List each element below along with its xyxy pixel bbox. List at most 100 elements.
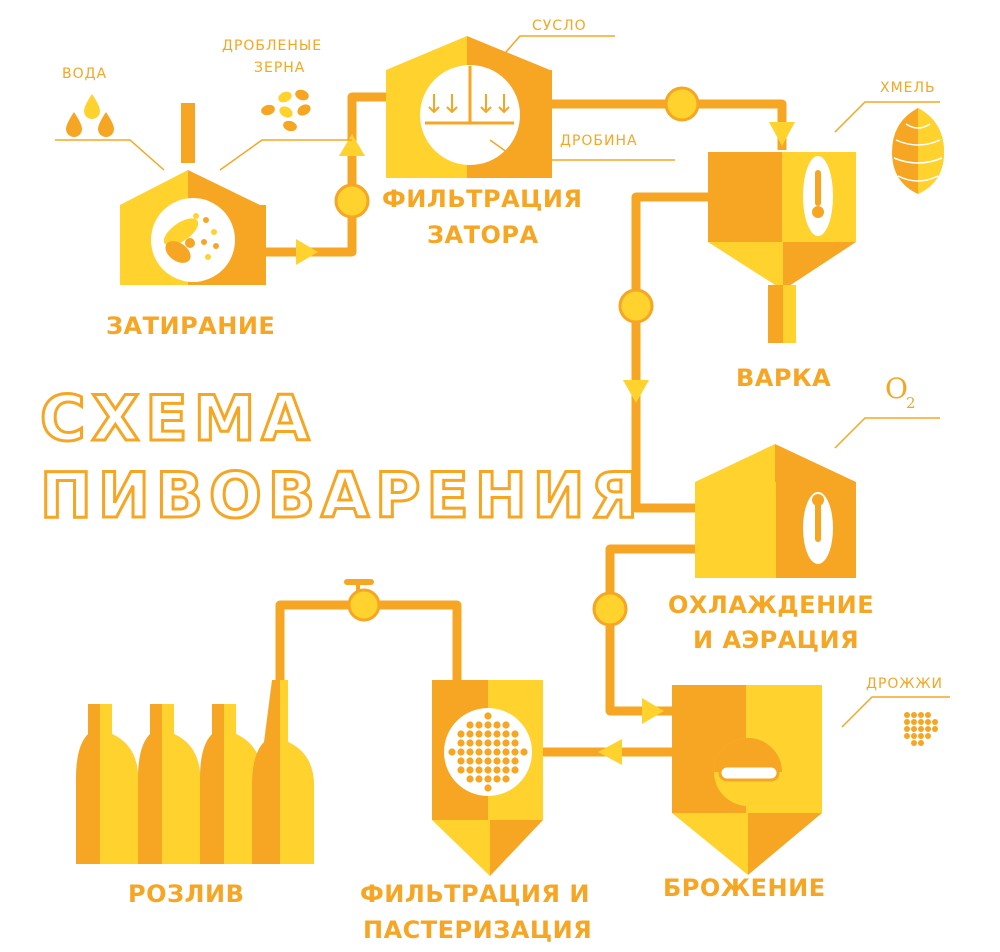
filter-mesh-dot — [457, 766, 465, 774]
filter-mesh-dot — [484, 730, 492, 738]
label-filtration-line1: ФИЛЬТРАЦИЯ И — [360, 880, 590, 908]
filter-mesh-dot — [493, 766, 501, 774]
filter-mesh-dot — [493, 775, 501, 783]
pump-lauter — [334, 183, 370, 219]
fermenter — [672, 685, 822, 875]
mash-tun — [120, 170, 266, 285]
filter-mesh-dot — [475, 757, 483, 765]
filter-mesh-dot — [502, 721, 510, 729]
filter-mesh-dot — [502, 748, 510, 756]
yeast-cell — [911, 719, 917, 725]
oxygen-subscript: 2 — [906, 394, 916, 412]
yeast-cell — [925, 726, 931, 732]
filter-mesh-dot — [466, 721, 474, 729]
label-fermentation: БРОЖЕНИЕ — [663, 874, 826, 902]
yeast-cell — [904, 733, 910, 739]
label-filtration-line2: ПАСТЕРИЗАЦИЯ — [363, 916, 592, 944]
pipe-cool-to-ferment — [605, 544, 695, 716]
yeast-cell — [918, 733, 924, 739]
water-drops-icon — [66, 94, 114, 137]
yeast-cell — [932, 726, 938, 732]
label-grain-line1: ДРОБЛЕНЫЕ — [222, 38, 322, 54]
filter-mesh-dot — [493, 748, 501, 756]
propeller-icon — [163, 213, 219, 263]
bottles — [76, 680, 314, 864]
label-yeast: ДРОЖЖИ — [866, 676, 943, 692]
filter-mesh-dot — [466, 748, 474, 756]
filter-mesh-dot — [466, 757, 474, 765]
cooling-tank — [695, 444, 856, 578]
bottle-icon — [138, 704, 200, 864]
filter-mesh-dot — [520, 748, 528, 756]
filter-mesh-dot — [475, 775, 483, 783]
label-water: ВОДА — [62, 66, 107, 82]
label-wort: СУСЛО — [532, 18, 587, 34]
filter-mesh-dot — [448, 748, 456, 756]
valve-icon — [344, 579, 381, 622]
yeast-cell — [918, 719, 924, 725]
filter-mesh-dot — [457, 748, 465, 756]
flow-arrows — [296, 122, 795, 765]
label-lautering-line1: ФИЛЬТРАЦИЯ — [382, 185, 582, 213]
label-grain-line2: ЗЕРНА — [254, 60, 305, 76]
arrow-down-cool — [623, 380, 649, 403]
yeast-cell — [925, 719, 931, 725]
filter-mesh-dot — [484, 748, 492, 756]
yeast-cell — [904, 712, 910, 718]
thermometer-icon — [812, 170, 824, 218]
label-cooling-line1: ОХЛАЖДЕНИЕ — [668, 591, 874, 619]
arrow-left-filter — [598, 739, 622, 765]
label-boiling: ВАРКА — [736, 364, 831, 392]
oxygen-icon: O 2 — [885, 372, 916, 412]
yeast-cell — [911, 733, 917, 739]
pipe-boil-to-cool — [631, 192, 708, 513]
label-mashing: ЗАТИРАНИЕ — [106, 312, 275, 340]
bottle-icon — [76, 704, 138, 864]
filter-tank — [432, 680, 543, 876]
filter-mesh-dot — [466, 766, 474, 774]
pump-ferment — [592, 591, 628, 627]
filter-mesh-dot — [502, 739, 510, 747]
filter-mesh-dot — [457, 739, 465, 747]
filter-mesh-dot — [466, 775, 474, 783]
filter-mesh-dot — [466, 739, 474, 747]
yeast-cell — [911, 726, 917, 732]
filter-mesh-dot — [511, 757, 519, 765]
hop-cone-icon — [892, 108, 944, 194]
oxygen-label: O — [885, 372, 908, 405]
arrow-up-lauter — [339, 134, 365, 156]
label-bottling: РОЗЛИВ — [128, 880, 244, 908]
yeast-cell — [925, 712, 931, 718]
filter-mesh-dot — [475, 730, 483, 738]
filter-mesh-dot — [511, 730, 519, 738]
filter-mesh-dot — [484, 757, 492, 765]
filter-mesh-dot — [484, 784, 492, 792]
label-hops: ХМЕЛЬ — [880, 80, 936, 96]
yeast-cell — [918, 740, 924, 746]
yeast-cell — [911, 712, 917, 718]
lauter-tun — [386, 36, 552, 178]
filter-mesh-dot — [457, 730, 465, 738]
label-lautering-line2: ЗАТОРА — [427, 221, 539, 249]
filter-mesh-dot — [484, 712, 492, 720]
filter-mesh-dot — [493, 739, 501, 747]
arrow-right-ferment — [642, 698, 664, 724]
filter-mesh-dot — [502, 766, 510, 774]
bottle-icon — [252, 680, 314, 864]
thermometer-icon-cooling — [812, 494, 824, 542]
filter-mesh-dot — [511, 766, 519, 774]
arrow-down-boil — [769, 122, 795, 146]
yeast-cell — [904, 726, 910, 732]
filter-mesh-dot — [493, 721, 501, 729]
label-spent-grain: ДРОБИНА — [560, 133, 638, 149]
diagram-title-line2: ПИВОВАРЕНИЯ — [40, 459, 644, 532]
filter-mesh-dot — [511, 739, 519, 747]
filter-mesh-dot — [484, 775, 492, 783]
yeast-icon — [904, 712, 938, 746]
filter-mesh-dot — [475, 748, 483, 756]
filter-mesh-dot — [484, 766, 492, 774]
filter-mesh-icon — [448, 712, 528, 792]
filter-mesh-dot — [475, 766, 483, 774]
filter-mesh-dot — [457, 757, 465, 765]
callout-lines — [55, 35, 950, 728]
